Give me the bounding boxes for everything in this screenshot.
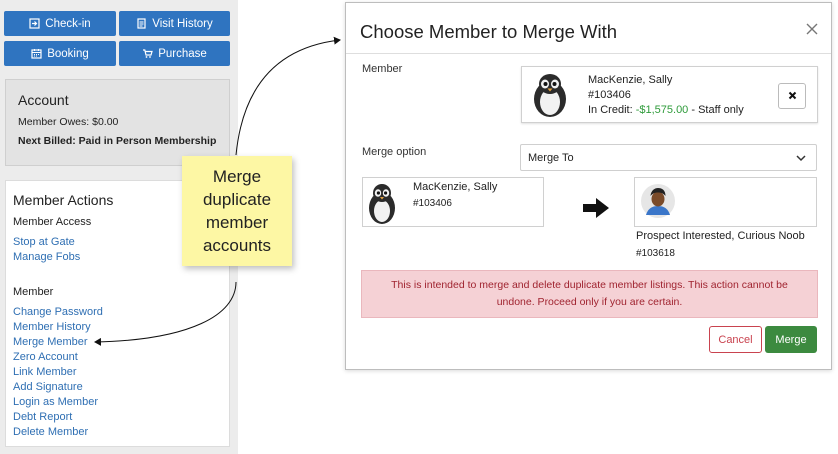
booking-label: Booking	[47, 47, 89, 60]
member-label: Member	[362, 63, 403, 75]
target-member-name: Prospect Interested, Curious Noob	[636, 230, 805, 242]
calendar-icon	[31, 48, 42, 59]
link-zero-account[interactable]: Zero Account	[13, 351, 78, 363]
link-merge-member[interactable]: Merge Member	[13, 336, 88, 348]
cancel-button[interactable]: Cancel	[709, 326, 762, 353]
link-add-signature[interactable]: Add Signature	[13, 381, 83, 393]
selected-member-credit: In Credit: -$1,575.00 - Staff only	[588, 104, 744, 116]
visit-history-button[interactable]: Visit History	[119, 11, 230, 36]
remove-member-button[interactable]	[778, 83, 806, 109]
source-member-card: MacKenzie, Sally #103406	[362, 177, 544, 227]
account-title: Account	[18, 92, 69, 108]
target-member-id: #103618	[636, 248, 675, 259]
target-member-card	[634, 177, 817, 227]
next-billed: Next Billed: Paid in Person Membership	[18, 135, 217, 147]
selected-member-id: #103406	[588, 89, 631, 101]
modal-divider	[346, 53, 831, 54]
document-icon	[136, 18, 147, 29]
credit-note: - Staff only	[691, 104, 744, 116]
link-login-as-member[interactable]: Login as Member	[13, 396, 98, 408]
sticky-note-text: Merge duplicate member accounts	[202, 167, 272, 255]
link-debt-report[interactable]: Debt Report	[13, 411, 73, 423]
account-panel: Account Member Owes: $0.00 Next Billed: …	[5, 79, 230, 166]
link-change-password[interactable]: Change Password	[13, 306, 103, 318]
link-delete-member[interactable]: Delete Member	[13, 426, 89, 438]
penguin-avatar	[366, 181, 398, 225]
member-title: Member	[13, 286, 54, 298]
arrow-right-icon	[582, 196, 610, 220]
cart-icon	[142, 48, 153, 59]
checkin-icon	[29, 18, 40, 29]
checkin-button[interactable]: Check-in	[4, 11, 116, 36]
credit-value: -$1,575.00	[635, 104, 689, 116]
visit-history-label: Visit History	[152, 17, 213, 30]
avatar	[641, 184, 675, 218]
sticky-note: Merge duplicate member accounts	[182, 156, 292, 266]
warning-alert: This is intended to merge and delete dup…	[361, 270, 818, 318]
merge-option-value: Merge To	[528, 152, 574, 164]
source-member-id: #103406	[413, 198, 452, 209]
merge-button[interactable]: Merge	[765, 326, 817, 353]
member-access-title: Member Access	[13, 216, 92, 228]
purchase-button[interactable]: Purchase	[119, 41, 230, 66]
link-link-member[interactable]: Link Member	[13, 366, 77, 378]
chevron-down-icon	[795, 153, 807, 163]
merge-option-select[interactable]: Merge To	[520, 144, 817, 171]
link-manage-fobs[interactable]: Manage Fobs	[13, 251, 81, 263]
source-member-name: MacKenzie, Sally	[413, 181, 498, 193]
modal-title: Choose Member to Merge With	[360, 21, 618, 42]
purchase-label: Purchase	[158, 47, 207, 60]
booking-button[interactable]: Booking	[4, 41, 116, 66]
merge-option-label: Merge option	[362, 146, 427, 158]
warning-text: This is intended to merge and delete dup…	[391, 279, 788, 308]
selected-member-name: MacKenzie, Sally	[588, 74, 673, 86]
close-icon[interactable]	[804, 21, 820, 37]
member-owes: Member Owes: $0.00	[18, 116, 119, 128]
selected-member-card: MacKenzie, Sally #103406 In Credit: -$1,…	[521, 66, 818, 123]
penguin-avatar	[530, 72, 570, 118]
link-stop-at-gate[interactable]: Stop at Gate	[13, 236, 75, 248]
link-member-history[interactable]: Member History	[13, 321, 91, 333]
arrow-to-modal	[235, 36, 341, 156]
checkin-label: Check-in	[45, 17, 91, 30]
merge-member-modal: Choose Member to Merge With Member MacKe…	[345, 2, 832, 370]
close-x-icon	[788, 87, 797, 105]
member-actions-title: Member Actions	[13, 192, 114, 208]
credit-label: In Credit:	[588, 104, 633, 116]
